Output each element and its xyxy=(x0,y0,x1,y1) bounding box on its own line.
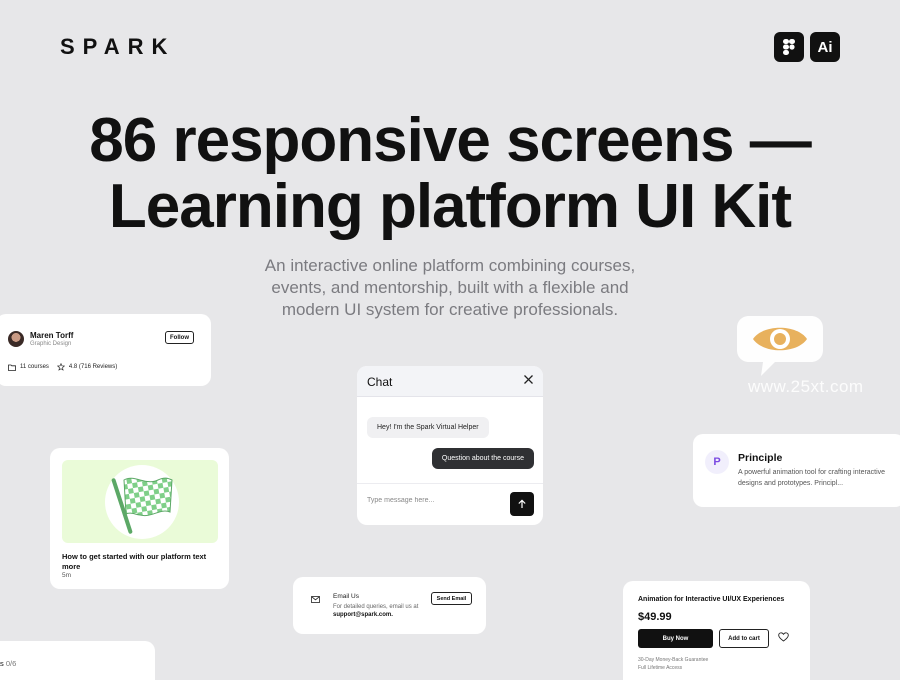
subtitle-line-2: events, and mentorship, built with a fle… xyxy=(271,278,629,297)
subtitle-line-1: An interactive online platform combining… xyxy=(264,256,636,275)
headline: 86 responsive screens — Learning platfor… xyxy=(0,108,900,240)
watermark-text: www.25xt.com xyxy=(748,377,864,396)
lifetime-access-note: Full Lifetime Access xyxy=(638,665,683,671)
course-title: How to get started with our platform tex… xyxy=(62,552,207,571)
modules-progress: ules 0/6 xyxy=(0,659,16,668)
course-card[interactable]: How to get started with our platform tex… xyxy=(50,448,229,589)
message-input[interactable] xyxy=(367,497,502,504)
email-card: Email Us For detailed queries, email us … xyxy=(293,577,486,634)
courses-stat: 11 courses xyxy=(8,364,49,371)
chat-header: Chat xyxy=(357,366,543,397)
principle-card[interactable]: P Principle A powerful animation tool fo… xyxy=(693,434,900,507)
send-button[interactable] xyxy=(510,492,534,516)
money-back-note: 30-Day Money-Back Guarantee xyxy=(638,657,709,663)
illustrator-icon: Ai xyxy=(810,32,840,62)
close-icon[interactable] xyxy=(523,374,534,387)
figma-icon xyxy=(774,32,804,62)
modules-card: ules 0/6 xyxy=(0,641,155,680)
principle-logo: P xyxy=(705,450,729,474)
modules-label: ules xyxy=(0,659,4,668)
profile-name: Maren Torff xyxy=(30,331,74,340)
email-description-text: For detailed queries, email us at xyxy=(333,604,419,610)
eye-icon xyxy=(737,316,823,376)
headline-line-1: 86 responsive screens — xyxy=(89,106,811,175)
headline-line-2: Learning platform UI Kit xyxy=(108,172,792,241)
product-price: $49.99 xyxy=(638,611,672,623)
product-card: Animation for Interactive UI/UX Experien… xyxy=(623,581,810,680)
star-icon xyxy=(56,363,65,371)
brand-logo: SPARK xyxy=(60,34,176,59)
avatar xyxy=(8,331,24,347)
incoming-message: Hey! I'm the Spark Virtual Helper xyxy=(367,417,489,438)
email-title: Email Us xyxy=(333,593,360,600)
chat-widget: Chat Hey! I'm the Spark Virtual Helper Q… xyxy=(357,366,543,525)
principle-description: A powerful animation tool for crafting i… xyxy=(738,469,886,487)
rating-stat: 4.8 (716 Reviews) xyxy=(56,363,118,371)
email-description: For detailed queries, email us at suppor… xyxy=(333,603,428,619)
folder-icon xyxy=(8,364,16,371)
tool-icons: Ai xyxy=(774,32,840,62)
heart-icon[interactable] xyxy=(778,632,789,642)
follow-button[interactable]: Follow xyxy=(165,331,194,344)
chat-title: Chat xyxy=(367,375,393,389)
rating-text: 4.8 (716 Reviews) xyxy=(68,364,118,370)
subtitle-line-3: modern UI system for creative profession… xyxy=(281,300,619,319)
subtitle: An interactive online platform combining… xyxy=(0,255,900,321)
course-duration: 5m xyxy=(62,572,72,579)
send-email-button[interactable]: Send Email xyxy=(431,592,472,605)
mail-icon xyxy=(311,596,320,603)
arrow-up-icon xyxy=(518,499,526,508)
courses-count: 11 courses xyxy=(20,364,49,370)
outgoing-message: Question about the course xyxy=(431,448,534,469)
modules-count: 0/6 xyxy=(5,659,17,668)
checkered-flag-icon xyxy=(111,477,173,534)
email-address[interactable]: support@spark.com. xyxy=(333,612,393,618)
add-to-cart-button[interactable]: Add to cart xyxy=(719,629,769,648)
profile-stats: 11 courses 4.8 (716 Reviews) xyxy=(8,363,117,371)
principle-title: Principle xyxy=(738,452,783,464)
buy-now-button[interactable]: Buy Now xyxy=(638,629,713,648)
profile-card: Maren Torff Graphic Design Follow 11 cou… xyxy=(0,314,211,386)
chat-divider xyxy=(357,483,543,484)
course-image xyxy=(62,460,218,543)
profile-role: Graphic Design xyxy=(30,341,72,347)
product-title: Animation for Interactive UI/UX Experien… xyxy=(638,596,785,603)
